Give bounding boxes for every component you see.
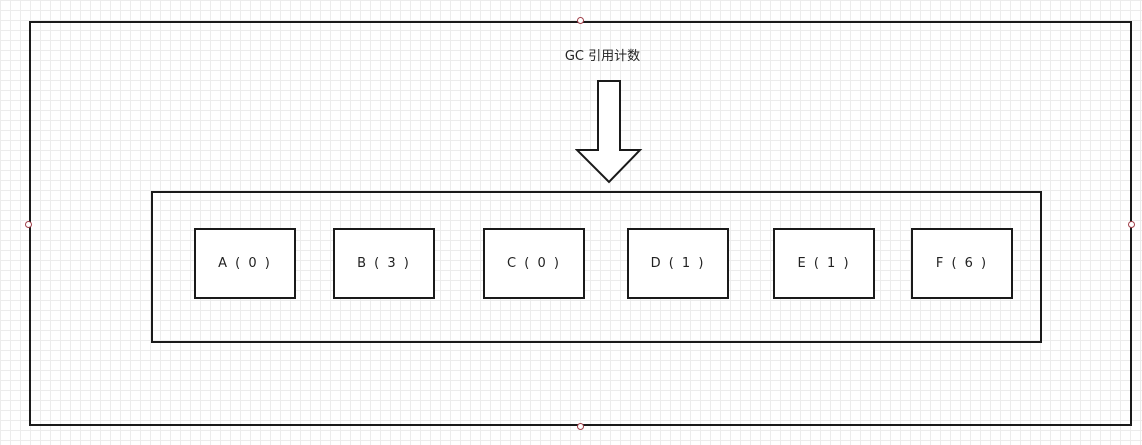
resize-handle-left[interactable] xyxy=(25,221,32,228)
down-arrow-icon xyxy=(575,80,643,184)
object-node-d[interactable]: D ( 1 ) xyxy=(627,228,729,299)
object-label: F ( 6 ) xyxy=(935,256,989,271)
object-label: E ( 1 ) xyxy=(797,256,851,271)
object-node-b[interactable]: B ( 3 ) xyxy=(333,228,435,299)
resize-handle-top[interactable] xyxy=(577,17,584,24)
object-node-e[interactable]: E ( 1 ) xyxy=(773,228,875,299)
object-node-c[interactable]: C ( 0 ) xyxy=(483,228,585,299)
resize-handle-bottom[interactable] xyxy=(577,423,584,430)
object-label: D ( 1 ) xyxy=(650,256,706,271)
object-node-a[interactable]: A ( 0 ) xyxy=(194,228,296,299)
object-label: C ( 0 ) xyxy=(507,256,561,271)
object-container[interactable] xyxy=(151,191,1042,343)
object-label: B ( 3 ) xyxy=(357,256,411,271)
object-label: A ( 0 ) xyxy=(218,256,272,271)
diagram-title: GC 引用计数 xyxy=(564,49,641,64)
object-node-f[interactable]: F ( 6 ) xyxy=(911,228,1013,299)
resize-handle-right[interactable] xyxy=(1128,221,1135,228)
